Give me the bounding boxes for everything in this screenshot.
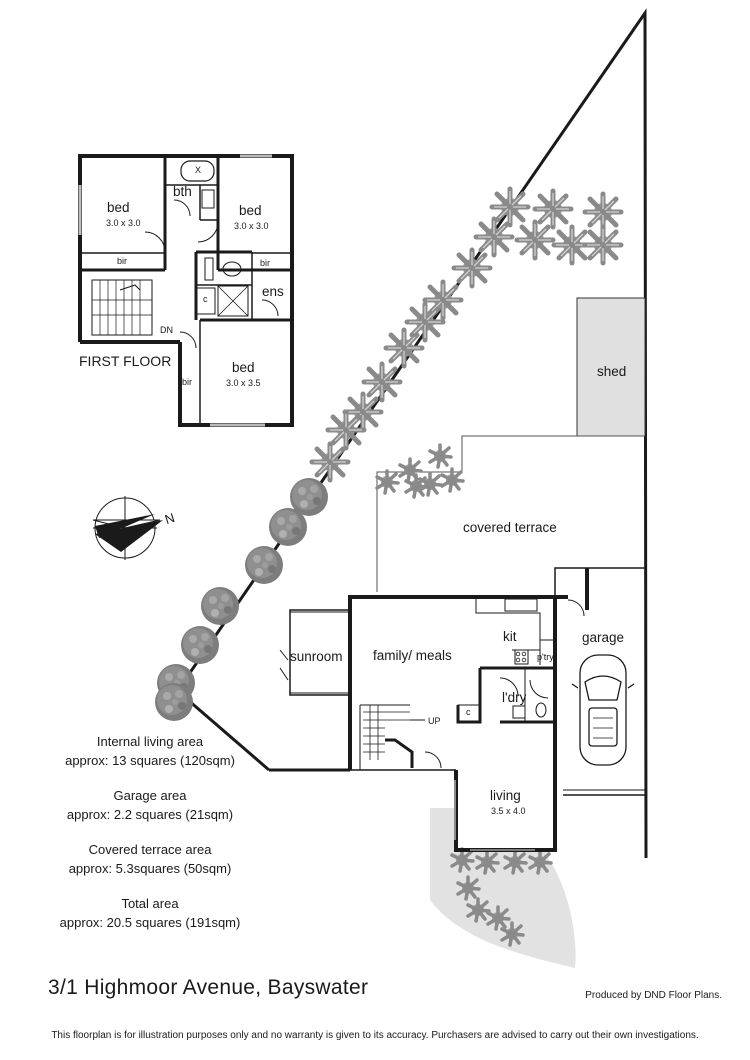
garage-label: garage [582,630,625,645]
living-dimensions: 3.5 x 4.0 [491,806,526,816]
area-garage: Garage area approx: 2.2 squares (21sqm) [20,786,280,824]
area-total: Total area approx: 20.5 squares (191sqm) [20,894,280,932]
ensuite-label: ens [262,284,284,299]
bathroom-label: bth [173,184,192,199]
area-total-value: approx: 20.5 squares (191sqm) [59,915,241,930]
ground-floor-walls [279,567,645,852]
ground-cupboard-label: c [466,707,471,717]
bath-x-mark: X [195,165,202,175]
disclaimer: This floorplan is for illustration purpo… [51,1030,699,1041]
bir-left-label: bir [117,256,128,266]
stairs-down-label: DN [160,325,173,335]
area-internal-value: approx: 13 squares (120sqm) [65,753,235,768]
bir-lower-label: bir [182,377,193,387]
garden-path [430,808,576,968]
pantry-label: p'try [537,652,554,662]
family-meals-label: family/ meals [373,648,452,663]
cupboard-label: c [203,294,208,304]
area-garage-value: approx: 2.2 squares (21sqm) [66,807,234,822]
shed-area [576,297,646,437]
stairs-up-label: UP [428,716,441,726]
car-icon [571,654,635,766]
area-terrace-value: approx: 5.3squares (50sqm) [68,861,232,876]
bed2-dimensions: 3.0 x 3.0 [234,221,269,231]
kitchen-label: kit [503,629,517,644]
bed1-label: bed [107,200,130,215]
laundry-label: l'dry [502,690,527,705]
bed2-label: bed [239,203,262,218]
bed1-dimensions: 3.0 x 3.0 [106,218,141,228]
property-address: 3/1 Highmoor Avenue, Bayswater [48,976,369,999]
shed-label: shed [597,364,627,379]
living-label: living [490,788,521,803]
area-total-name: Total area [121,896,179,911]
area-internal-name: Internal living area [96,734,204,749]
first-floor-walls [78,154,294,427]
bed3-label: bed [232,360,255,375]
compass-icon [92,496,163,560]
first-floor-heading: FIRST FLOOR [79,353,172,369]
covered-terrace-label: covered terrace [463,520,557,535]
area-internal: Internal living area approx: 13 squares … [20,732,280,770]
area-terrace-name: Covered terrace area [88,842,212,857]
bed3-dimensions: 3.0 x 3.5 [226,378,261,388]
bir-right-label: bir [260,258,271,268]
area-garage-name: Garage area [113,788,187,803]
area-terrace: Covered terrace area approx: 5.3squares … [20,840,280,878]
sunroom-label: sunroom [290,649,343,664]
credit-line: Produced by DND Floor Plans. [585,990,722,1001]
